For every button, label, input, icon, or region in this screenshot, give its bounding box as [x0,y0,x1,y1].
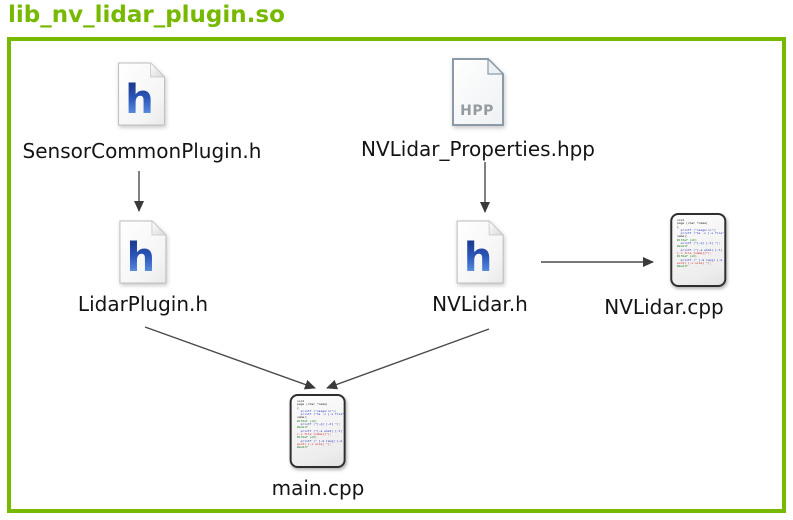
page-title: lib_nv_lidar_plugin.so [8,2,285,28]
node-nvlidar-properties-hpp: HPP NVLidar_Properties.hpp [361,58,595,161]
h-file-icon: h [456,220,504,284]
hpp-file-icon: HPP [451,58,504,126]
node-nvlidar-h: h NVLidar.h [432,220,528,316]
file-label: SensorCommonPlugin.h [22,139,262,163]
file-label: LidarPlugin.h [77,292,209,316]
h-glyph: h [127,235,155,281]
file-label: NVLidar.h [432,292,528,316]
node-sensorcommonplugin-h: h SensorCommonPlugin.h [22,62,262,163]
h-file-icon: h [118,62,166,126]
node-lidarplugin-h: h LidarPlugin.h [78,220,208,316]
file-label: main.cpp [271,476,365,500]
h-glyph: h [464,235,492,281]
library-boundary-frame [7,37,786,513]
h-glyph: h [126,77,154,123]
h-file-icon: h [119,220,167,284]
file-label: NVLidar.cpp [604,295,724,319]
hpp-glyph: HPP [460,103,494,119]
file-label: NVLidar_Properties.hpp [360,137,596,161]
